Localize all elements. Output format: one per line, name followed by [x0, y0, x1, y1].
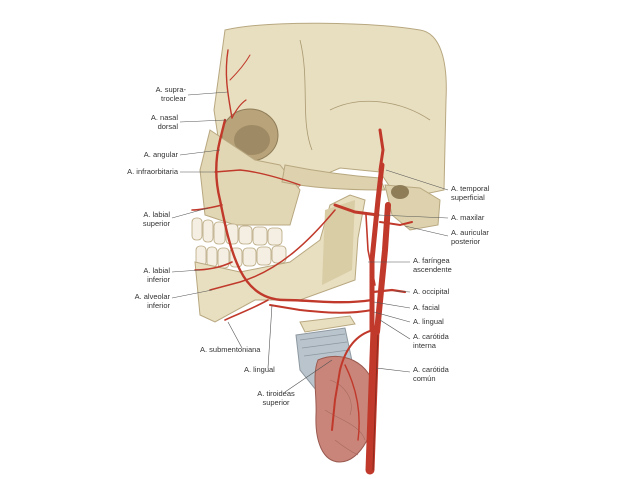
superficial-temporal-artery [378, 128, 385, 172]
ascending-pharyngeal-artery [365, 214, 376, 286]
label-lingual-bottom: A. lingual [244, 365, 275, 374]
label-carotida-comun: A. carótida común [413, 365, 449, 383]
lingual-artery [269, 304, 373, 314]
internal-carotid-artery [374, 202, 391, 335]
orbit-floor [234, 125, 270, 155]
label-nasal-dorsal: A. nasal dorsal [150, 113, 178, 131]
external-carotid-artery [369, 162, 385, 333]
label-facial: A. facial [413, 303, 440, 312]
label-occipital: A. occipital [413, 287, 450, 296]
label-labial-inferior: A. labial inferior [143, 266, 170, 284]
thyroid-gland [314, 355, 377, 463]
inferior-alveolar-artery [209, 209, 336, 291]
gland-lobules [324, 379, 366, 456]
label-labial-superior: A. labial superior [142, 210, 170, 228]
hyoid-bone [299, 315, 356, 333]
maxilla [199, 129, 301, 226]
label-auricular-posterior: A. auricular posterior [451, 228, 489, 246]
leader-lines [171, 91, 449, 393]
common-carotid-artery [365, 325, 380, 475]
label-temporal-superficial: A. temporal superficial [451, 184, 490, 202]
squamous-suture [329, 100, 431, 121]
label-submentoniana: A. submentoniana [200, 345, 261, 354]
dorsal-nasal-artery [231, 99, 247, 119]
label-maxilar: A. maxilar [451, 213, 485, 222]
supratrochlear-artery [225, 49, 233, 119]
label-angular: A. angular [143, 150, 178, 159]
superior-thyroid-artery [331, 329, 374, 431]
cartilage-ridges [299, 333, 350, 357]
label-supratroclear: A. supra- troclear [155, 85, 186, 103]
submental-artery [224, 299, 269, 321]
posterior-auricular-artery [379, 221, 413, 227]
maxillary-artery [333, 203, 380, 217]
label-infraorbitaria: A. infraorbitaria [127, 167, 178, 176]
arteries [191, 49, 413, 475]
infraorbital-artery [214, 169, 301, 186]
mandible [194, 194, 366, 323]
occipital-artery [371, 288, 407, 294]
ear-canal [391, 185, 409, 199]
lower-teeth [195, 245, 287, 269]
label-alveolar-inferior: A. alveolar inferior [134, 292, 170, 310]
coronal-suture [299, 39, 313, 151]
label-faringea-ascendente: A. faríngea ascendente [413, 256, 452, 274]
upper-teeth [191, 217, 283, 246]
zygomatic-arch [281, 164, 386, 191]
mandibular-ramus-shade [322, 200, 355, 285]
label-carotida-interna: A. carótida interna [413, 332, 449, 350]
label-lingual-right: A. lingual [413, 317, 444, 326]
label-tiroideas-superior: A. tiroideas superior [257, 389, 295, 407]
facial-artery [215, 118, 374, 304]
